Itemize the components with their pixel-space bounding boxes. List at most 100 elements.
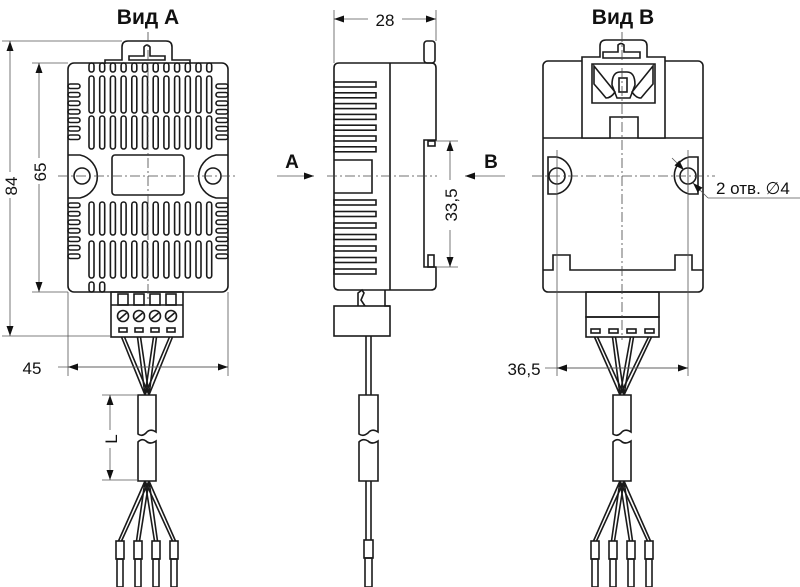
ferrule bbox=[169, 540, 179, 560]
side-vent bbox=[67, 100, 81, 107]
side-vent bbox=[67, 219, 81, 226]
side-ventilation-slots bbox=[333, 81, 377, 275]
vent-slot bbox=[88, 201, 95, 236]
side-fin bbox=[333, 135, 377, 142]
terminal-post bbox=[133, 293, 145, 306]
vent-slot bbox=[195, 62, 202, 73]
terminal-marker bbox=[118, 327, 128, 333]
side-fin bbox=[333, 210, 377, 218]
terminal-marker bbox=[134, 327, 144, 333]
side-vent bbox=[215, 219, 229, 226]
wire bbox=[592, 480, 621, 542]
side-vent bbox=[215, 100, 229, 107]
side-fin bbox=[333, 102, 377, 110]
side-vent bbox=[215, 125, 229, 132]
side-vent bbox=[67, 210, 81, 217]
ferrule bbox=[115, 540, 125, 560]
vent-slot bbox=[141, 201, 149, 236]
cable-a bbox=[115, 336, 179, 587]
vent-slot bbox=[173, 201, 181, 236]
vent-slot bbox=[195, 75, 202, 114]
mount-ear-b-left bbox=[547, 156, 573, 195]
terminal-marker bbox=[166, 327, 176, 333]
side-fin bbox=[333, 81, 377, 88]
terminal-post bbox=[165, 293, 177, 306]
vent-slot bbox=[109, 240, 117, 279]
vent-slot bbox=[131, 201, 138, 236]
terminal-post bbox=[117, 293, 129, 306]
wire bbox=[148, 480, 177, 542]
view-b: Вид В 2 отв. ∅4 bbox=[507, 6, 800, 587]
ferrule-pin bbox=[645, 558, 653, 587]
vent-slot bbox=[88, 281, 95, 293]
cable-b bbox=[590, 336, 654, 587]
terminal-marker bbox=[150, 327, 160, 333]
vent-slot bbox=[120, 115, 127, 150]
wire bbox=[619, 480, 649, 542]
side-fin bbox=[333, 245, 377, 252]
vent-slot bbox=[120, 62, 127, 73]
vent-slot bbox=[109, 62, 117, 73]
vent-slot bbox=[131, 75, 138, 114]
terminal-screw bbox=[116, 309, 130, 323]
vent-slot bbox=[173, 62, 181, 73]
vent-slot bbox=[98, 281, 106, 293]
side-vent bbox=[215, 91, 229, 98]
dimension-45: 45 bbox=[23, 359, 42, 378]
vent-slot bbox=[205, 75, 213, 114]
vent-slot bbox=[109, 115, 117, 150]
ferrule-pin bbox=[152, 558, 160, 587]
vent-slot bbox=[88, 75, 95, 114]
cable-sheath bbox=[137, 438, 157, 482]
vent-slot bbox=[195, 240, 202, 279]
vent-slot bbox=[152, 62, 159, 73]
holes-note: 2 отв. ∅4 bbox=[716, 179, 790, 198]
cable-sheath bbox=[612, 438, 632, 482]
dimension-l: L bbox=[102, 434, 121, 443]
side-fin bbox=[333, 113, 377, 121]
vent-slot bbox=[98, 240, 106, 279]
dimension-65: 65 bbox=[31, 163, 50, 182]
vent-slot bbox=[120, 75, 127, 114]
side-vent bbox=[67, 227, 81, 234]
view-b-title: Вид В bbox=[592, 6, 654, 29]
side-vent bbox=[215, 236, 229, 243]
vent-slot bbox=[163, 115, 170, 150]
mounting-tab bbox=[104, 40, 191, 64]
ferrule bbox=[151, 540, 161, 560]
terminal-housing bbox=[110, 291, 184, 338]
tab-slot bbox=[128, 44, 166, 61]
vent-slot bbox=[88, 62, 95, 73]
side-vent bbox=[67, 91, 81, 98]
side-connector bbox=[333, 305, 391, 337]
vent-slot bbox=[109, 201, 117, 236]
terminal-marker bbox=[608, 328, 619, 334]
side-vent bbox=[215, 108, 229, 115]
wire bbox=[613, 480, 625, 542]
side-vent bbox=[215, 117, 229, 124]
vent-slot bbox=[205, 115, 213, 150]
vent-slot bbox=[173, 240, 181, 279]
vent-slot bbox=[120, 201, 127, 236]
view-b-arrow-label: B bbox=[484, 152, 498, 173]
vent-slot bbox=[88, 240, 95, 279]
side-fin bbox=[333, 146, 377, 153]
wire bbox=[120, 480, 150, 542]
wire bbox=[619, 480, 631, 542]
vent-slot bbox=[173, 75, 181, 114]
vent-slot bbox=[98, 201, 106, 236]
ferrule-pin bbox=[134, 558, 142, 587]
vent-slot bbox=[120, 240, 127, 279]
mount-ear-left bbox=[68, 154, 99, 199]
side-vent bbox=[67, 202, 81, 209]
vent-slot bbox=[98, 75, 106, 114]
terminal-screw bbox=[148, 309, 162, 323]
vent-slot bbox=[205, 240, 213, 279]
vent-slot bbox=[184, 75, 192, 114]
side-tab bbox=[423, 40, 436, 64]
wire bbox=[135, 480, 146, 542]
vent-slot bbox=[163, 240, 170, 279]
vent-slot bbox=[163, 62, 170, 73]
vent-slot bbox=[152, 240, 159, 279]
side-cable-sheath-top bbox=[358, 394, 379, 437]
